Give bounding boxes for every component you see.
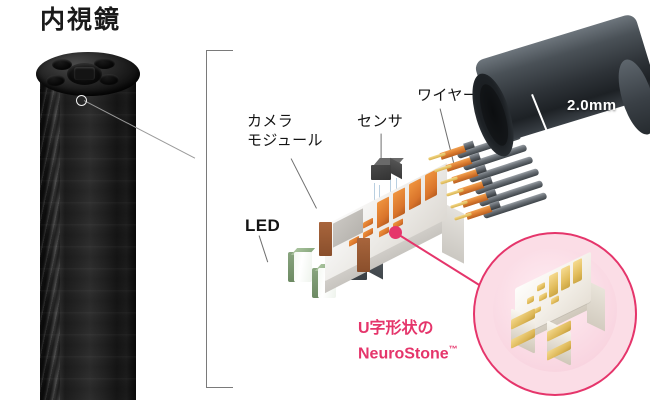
cable-sheath-tube bbox=[464, 12, 650, 172]
module-end-pad-left bbox=[319, 222, 332, 256]
trademark-symbol: ™ bbox=[448, 344, 458, 354]
label-led: LED bbox=[245, 216, 281, 235]
label-camera-module: カメラ モジュール bbox=[247, 113, 323, 149]
endoscope-body bbox=[40, 70, 136, 400]
sensor-component bbox=[371, 157, 405, 184]
page-title: 内視鏡 bbox=[40, 6, 122, 34]
leader-line-sensor bbox=[380, 133, 382, 160]
label-wire: ワイヤー bbox=[417, 87, 479, 104]
leader-line-camera-module bbox=[290, 158, 317, 209]
tip-center-sensor-window bbox=[74, 67, 95, 80]
endoscope-tip-face bbox=[36, 52, 140, 96]
neurostone-closeup bbox=[501, 251, 619, 372]
group-bracket-icon bbox=[206, 50, 233, 388]
inset-caption: U字形状の NeuroStone™ bbox=[358, 318, 458, 364]
tip-hole-bottom-right bbox=[99, 74, 119, 85]
tip-callout-dot-icon bbox=[76, 95, 87, 106]
inset-callout-dot-icon bbox=[389, 226, 402, 239]
tip-hole-top-right bbox=[94, 58, 115, 69]
inset-caption-line1: U字形状の bbox=[358, 320, 434, 337]
tip-hole-bottom-left bbox=[45, 74, 66, 87]
label-sensor: センサ bbox=[357, 113, 404, 130]
inset-caption-line2: NeuroStone™ bbox=[358, 339, 458, 364]
endoscope-photo bbox=[22, 48, 150, 400]
detail-inset-circle bbox=[473, 232, 637, 396]
module-end-pad-right bbox=[357, 238, 370, 272]
label-diameter: 2.0mm bbox=[567, 97, 617, 114]
leader-line-led bbox=[258, 235, 269, 263]
neurostone-module-3d bbox=[315, 162, 475, 296]
tip-hole-top-left bbox=[52, 59, 72, 70]
product-name: NeuroStone bbox=[358, 345, 449, 363]
